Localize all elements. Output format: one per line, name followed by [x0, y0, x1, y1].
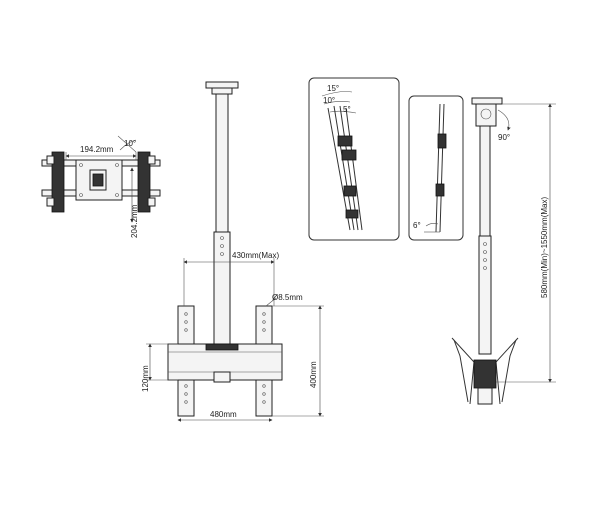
hole-diameter-label: Ø8.5mm [272, 293, 303, 302]
tilt-5-label: 5° [343, 105, 351, 114]
height-400-label: 400mm [309, 361, 318, 388]
bracket-width-label: 194.2mm [80, 145, 114, 154]
front-view-mount [146, 81, 324, 422]
bracket-height-label: 204.2mm [130, 204, 139, 238]
plate-holes [184, 312, 266, 404]
tilt-15-label: 15° [327, 84, 339, 93]
rotation-90-label: 90° [498, 133, 510, 142]
width-480-label: 480mm [210, 410, 237, 419]
tilt-detail-box [308, 77, 400, 241]
height-120-label: 120mm [141, 365, 150, 392]
tilt-back-detail-box [408, 95, 464, 241]
side-view-mount [451, 97, 556, 405]
top-view-bracket [41, 135, 161, 223]
tilt-6-label: 6° [413, 221, 421, 230]
tilt-10-label: 10° [323, 96, 335, 105]
pole-range-label: 580mm(Min)~1550mm(Max) [540, 197, 549, 298]
bracket-tilt-label: 10° [124, 139, 136, 148]
extension-max-label: 430mm(Max) [232, 251, 279, 260]
